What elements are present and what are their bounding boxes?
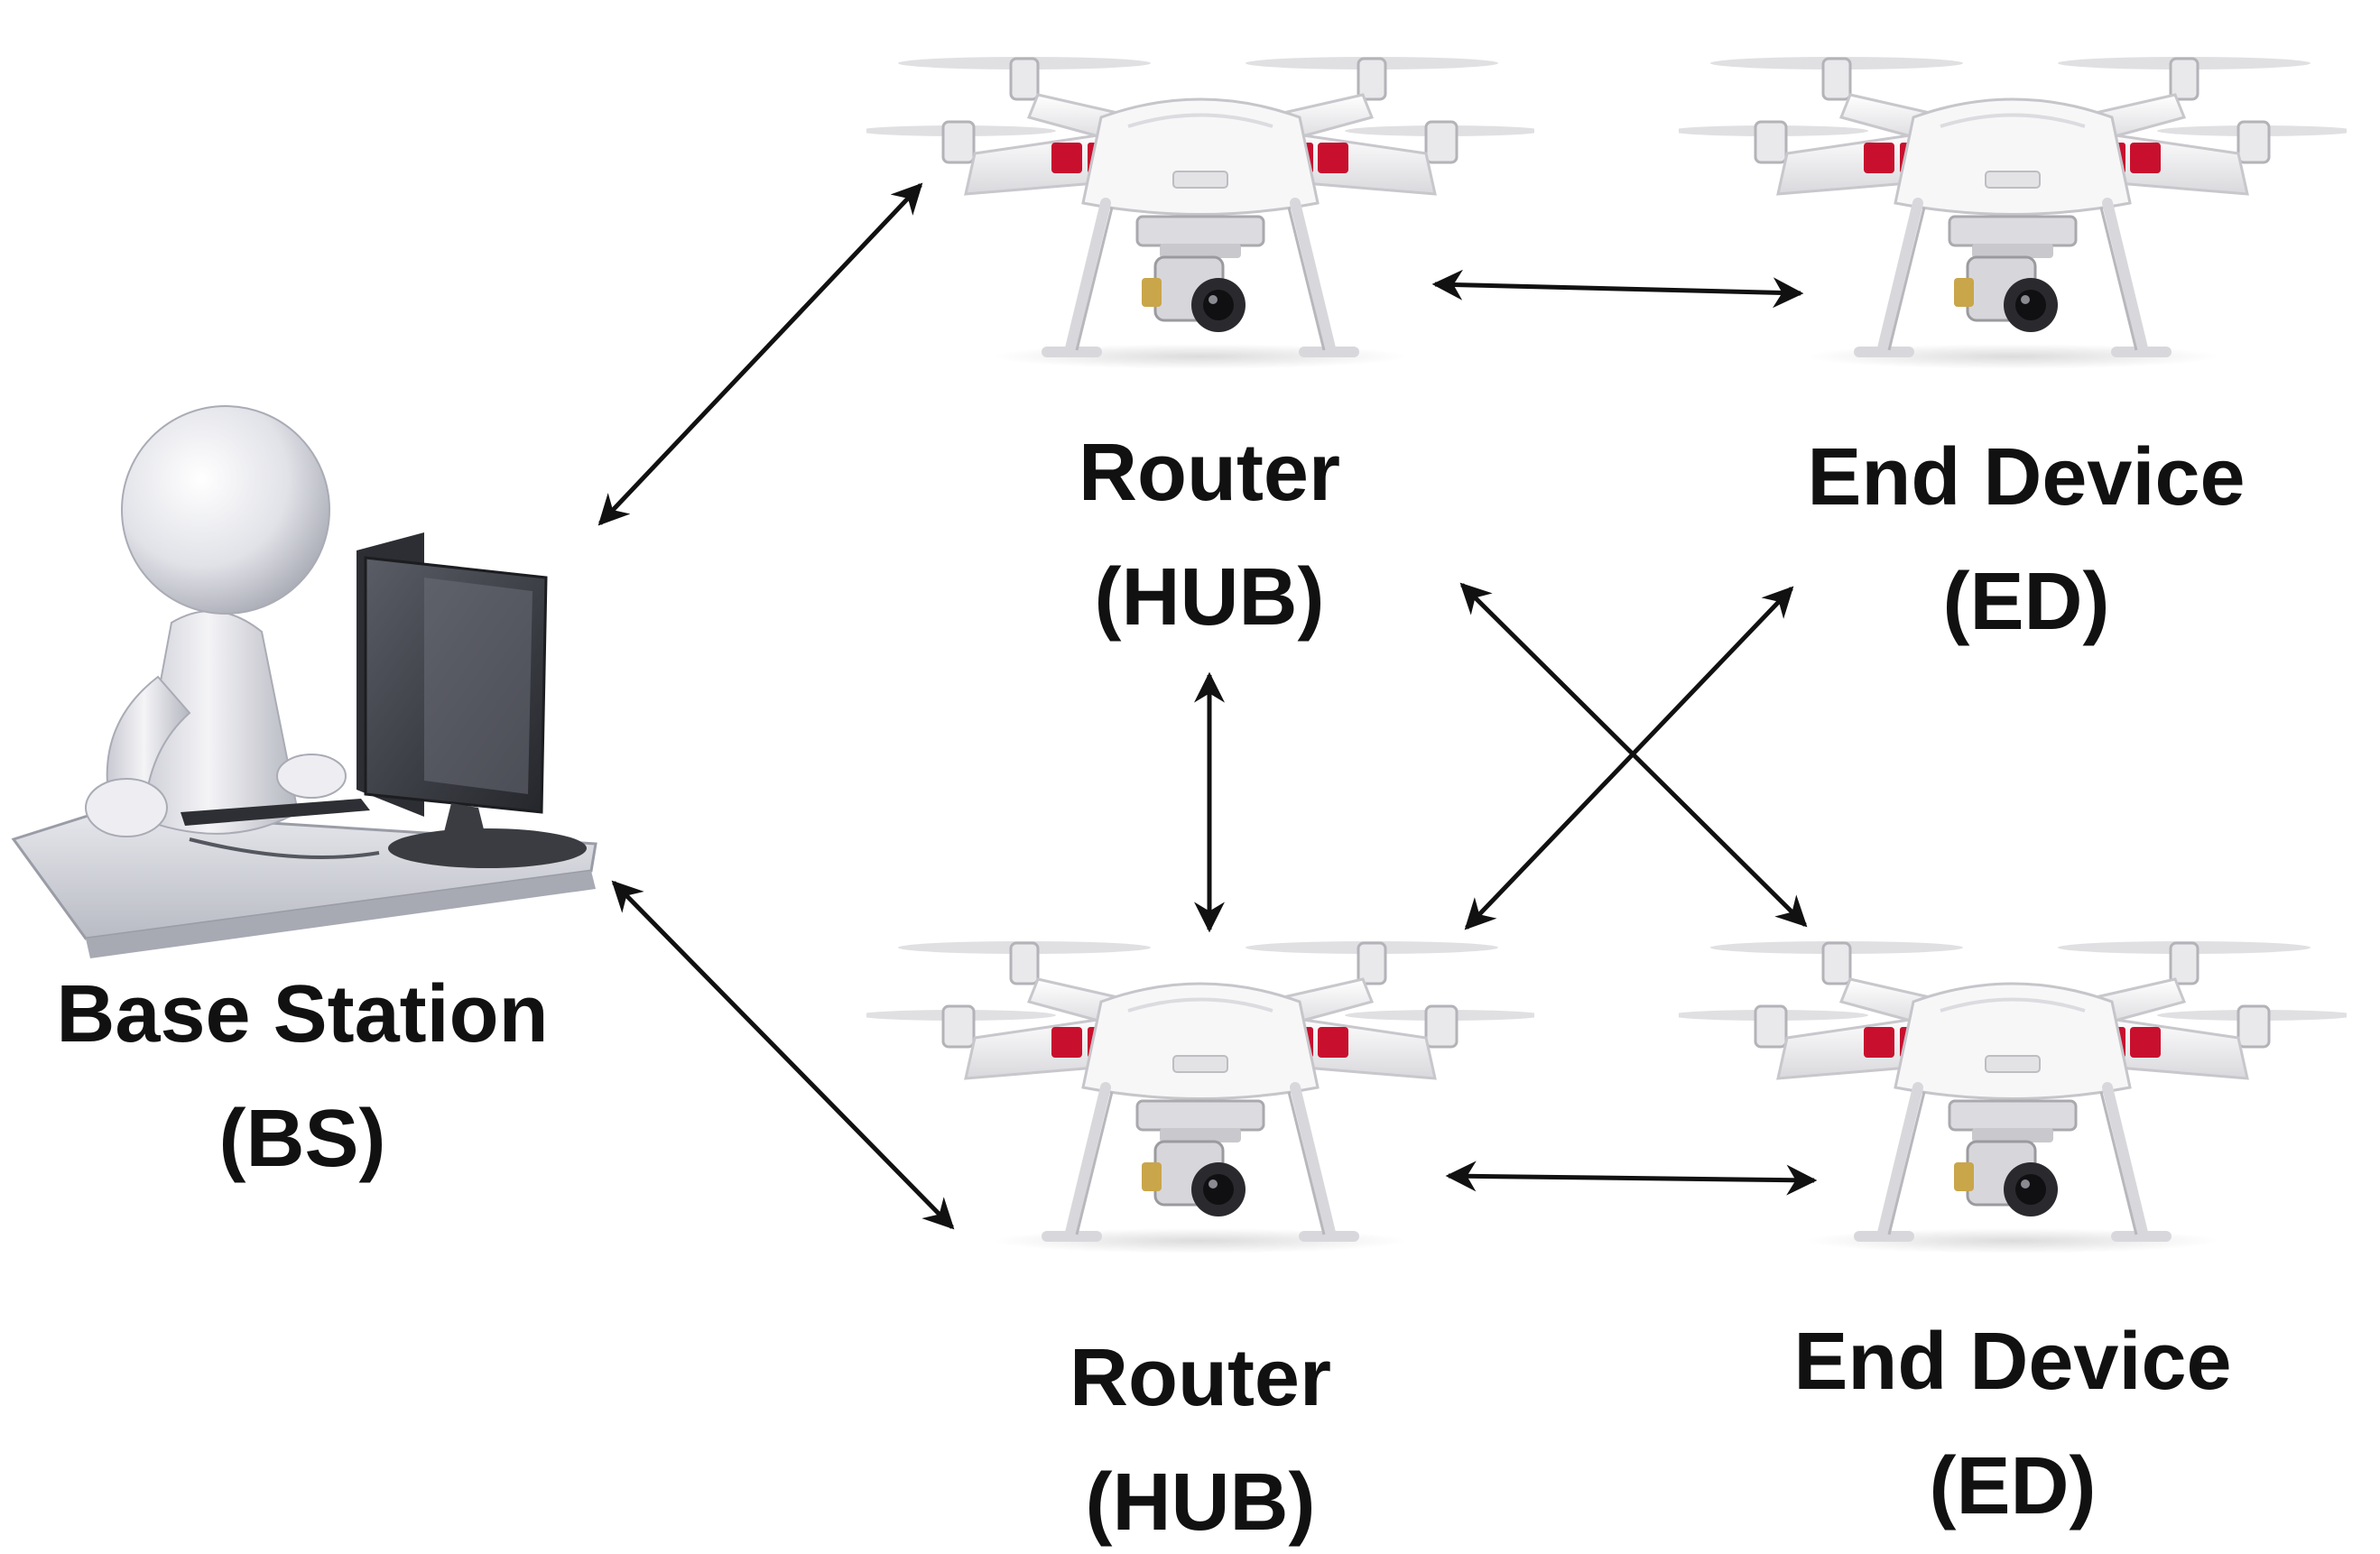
node-name: End Device bbox=[1793, 1317, 2232, 1407]
node-abbr: (ED) bbox=[1929, 1441, 2097, 1531]
label-router-top: Router (HUB) bbox=[984, 411, 1435, 660]
node-name: Router bbox=[1079, 428, 1340, 518]
node-abbr: (BS) bbox=[218, 1094, 386, 1184]
link-hub1-ed1 bbox=[1431, 269, 1804, 309]
node-abbr: (ED) bbox=[1942, 557, 2110, 647]
drone-router-top-icon bbox=[857, 57, 1543, 369]
drone-end-device-top-icon bbox=[1670, 57, 2356, 369]
label-base-station: Base Station (BS) bbox=[0, 952, 605, 1201]
node-abbr: (HUB) bbox=[1094, 552, 1325, 643]
link-bs-hub1 bbox=[597, 182, 923, 526]
node-name: End Device bbox=[1807, 432, 2246, 523]
node-abbr: (HUB) bbox=[1085, 1457, 1316, 1548]
label-end-device-bottom: End Device (ED) bbox=[1697, 1300, 2329, 1549]
link-bs-hub2 bbox=[611, 880, 955, 1230]
link-hub2-ed1 bbox=[1464, 586, 1794, 930]
links bbox=[597, 182, 1818, 1230]
label-router-bottom: Router (HUB) bbox=[975, 1316, 1426, 1554]
label-end-device-top: End Device (ED) bbox=[1710, 415, 2342, 664]
node-name: Router bbox=[1070, 1333, 1331, 1423]
drone-end-device-bottom-icon bbox=[1670, 941, 2356, 1253]
drone-router-bottom-icon bbox=[857, 941, 1543, 1253]
base-station-figure bbox=[11, 405, 597, 958]
node-name: Base Station bbox=[56, 969, 549, 1059]
link-hub2-ed2 bbox=[1445, 1161, 1818, 1196]
